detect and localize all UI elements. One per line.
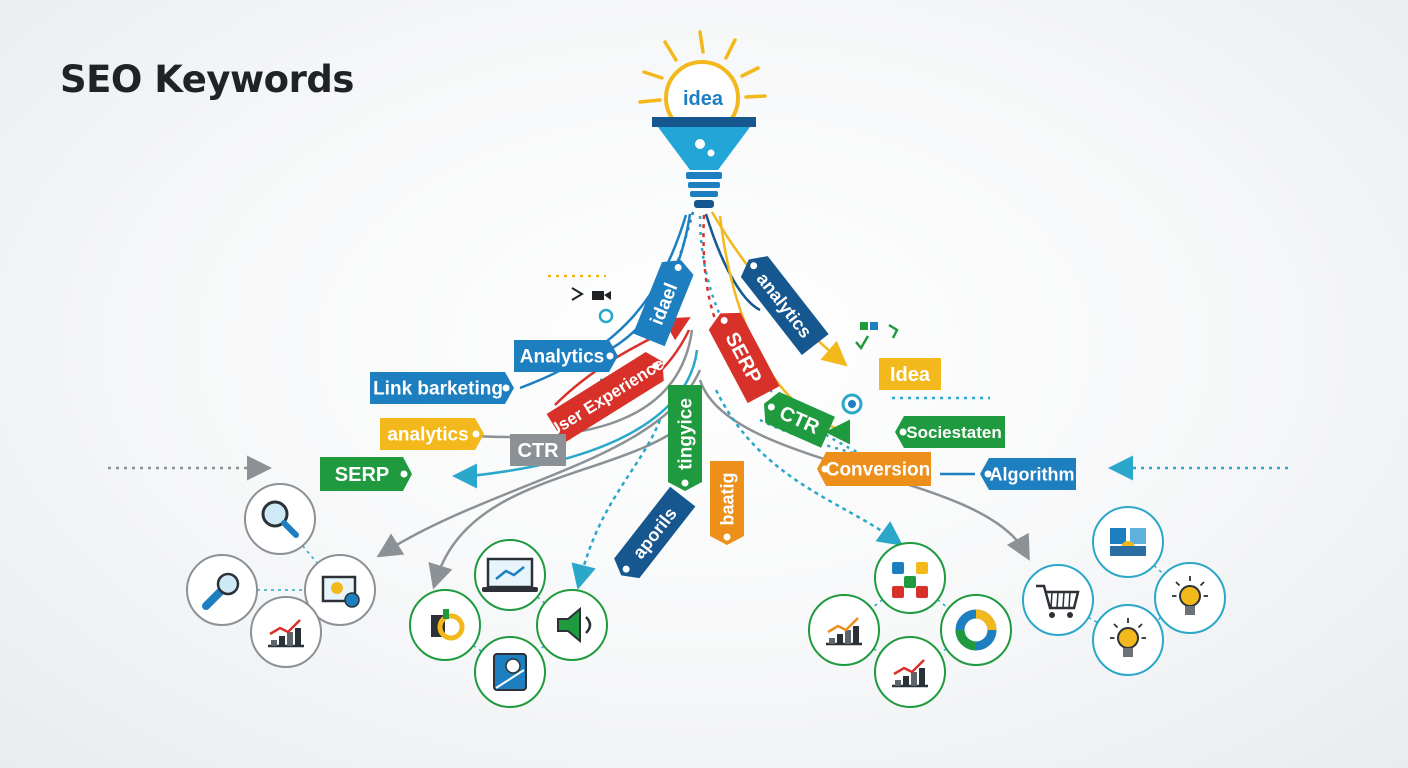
- tag-hole: [400, 470, 408, 478]
- tag-shape: [514, 340, 618, 372]
- magnifier-icon: [261, 500, 299, 538]
- flashlight-icon: [202, 572, 240, 610]
- cluster-link: [1127, 597, 1191, 641]
- tag-hole: [720, 316, 728, 324]
- tag-shape: [980, 458, 1076, 490]
- icon-clusters: [186, 483, 1226, 708]
- tag-shape: [370, 372, 514, 404]
- tag-label: Algorithm: [990, 464, 1075, 484]
- tag-label: Idea: [890, 364, 931, 386]
- tag-label: Link barketing: [373, 379, 503, 400]
- tag-hole: [984, 470, 992, 478]
- tablet-icon: [493, 653, 527, 691]
- tag-label: SERP: [335, 464, 389, 486]
- check-icon: [855, 335, 870, 351]
- shopping-cart-icon: [1036, 584, 1080, 618]
- tag-ctr-green: CTR: [764, 391, 835, 448]
- donut-chart-icon: [955, 609, 997, 651]
- tag-hole: [899, 428, 907, 436]
- tag-hole: [606, 352, 614, 360]
- icon-circle: [940, 594, 1012, 666]
- tag-hole: [750, 262, 758, 270]
- tag-baatig: baatig: [710, 461, 744, 545]
- bulb-label: idea: [683, 88, 724, 110]
- icon-cluster-research: [186, 483, 376, 668]
- lightbulb-funnel: idea: [638, 30, 767, 208]
- tag-hole: [502, 384, 510, 392]
- tag-label: Sociestaten: [906, 423, 1001, 442]
- tag-hole: [674, 264, 682, 272]
- tag-shape: [817, 452, 931, 486]
- tag-hole: [723, 533, 731, 541]
- image-settings-icon: [321, 575, 360, 608]
- tag-label: tingyice: [676, 398, 697, 470]
- chat-icon: [860, 322, 868, 330]
- bulb-rays-icon: [638, 30, 767, 104]
- tag-shape: [740, 256, 829, 356]
- tag-label: analytics: [387, 425, 468, 446]
- tag-link-barketing: Link barketing: [370, 372, 514, 404]
- tag-label: Conversion: [826, 460, 931, 481]
- tag-shape: [380, 418, 484, 450]
- growth-chart-icon: [892, 659, 928, 688]
- tag-label: baatig: [717, 472, 737, 525]
- network-icon: [892, 562, 928, 598]
- tag-serp-red: SERP: [708, 312, 780, 404]
- tag-shape: [879, 358, 941, 390]
- camera-icon: [592, 291, 604, 300]
- bar-chart-icon: [268, 619, 304, 648]
- tag-idea-yellow: Idea: [879, 358, 941, 390]
- tag-shape: [895, 416, 1005, 448]
- bulb-base-icon: [686, 172, 722, 208]
- play-arrow-icon: [571, 287, 584, 301]
- page-title: SEO Keywords: [60, 58, 354, 101]
- tag-shape: [546, 351, 664, 443]
- tag-hole: [681, 479, 689, 487]
- tag-hole: [622, 565, 630, 573]
- tag-ideal: idael: [633, 260, 694, 347]
- tag-tingyice: tingyice: [668, 385, 702, 491]
- tag-shape: [614, 486, 696, 579]
- tag-label: CTR: [517, 440, 559, 462]
- tag-conversion: Conversion: [817, 452, 931, 486]
- line-chart-icon: [826, 617, 862, 646]
- tag-analytics-blue: Analytics: [514, 340, 618, 372]
- laptop-chart-icon: [482, 557, 538, 592]
- megaphone-icon: [557, 606, 592, 644]
- lightbulb-small-icon: [1110, 618, 1146, 657]
- tag-shape: [320, 457, 412, 491]
- tag-serp-green: SERP: [320, 457, 412, 491]
- tag-label: Analytics: [520, 347, 604, 368]
- tag-analytics-yellow: analytics: [380, 418, 484, 450]
- tag-algorithm: Algorithm: [980, 458, 1076, 490]
- tag-hole: [821, 465, 829, 473]
- toolbox-icon: [431, 609, 465, 641]
- tag-shape: [633, 260, 694, 347]
- tag-aporils: aporils: [614, 486, 696, 579]
- tag-shape: [510, 434, 566, 466]
- tag-hole: [472, 430, 480, 438]
- tag-hole: [767, 403, 775, 411]
- icon-cluster-content: [409, 539, 608, 708]
- tag-shape: [668, 385, 702, 491]
- tag-sociestaten: Sociestaten: [895, 416, 1005, 448]
- tag-shape: [764, 391, 835, 448]
- puzzle-team-icon: [1110, 528, 1146, 556]
- ring-icon: [598, 308, 614, 324]
- funnel-rim: [652, 117, 756, 127]
- tag-hole: [652, 362, 660, 370]
- target-icon: [841, 393, 863, 415]
- tag-shape: [708, 312, 780, 404]
- tag-ctr-gray: CTR: [510, 434, 566, 466]
- funnel-icon: [658, 127, 750, 170]
- lightbulb-icon: [1172, 576, 1208, 615]
- icon-cluster-commerce: [1022, 506, 1226, 676]
- decor-glyphs: [571, 287, 899, 415]
- tag-shape: [710, 461, 744, 545]
- icon-cluster-data: [808, 542, 1012, 708]
